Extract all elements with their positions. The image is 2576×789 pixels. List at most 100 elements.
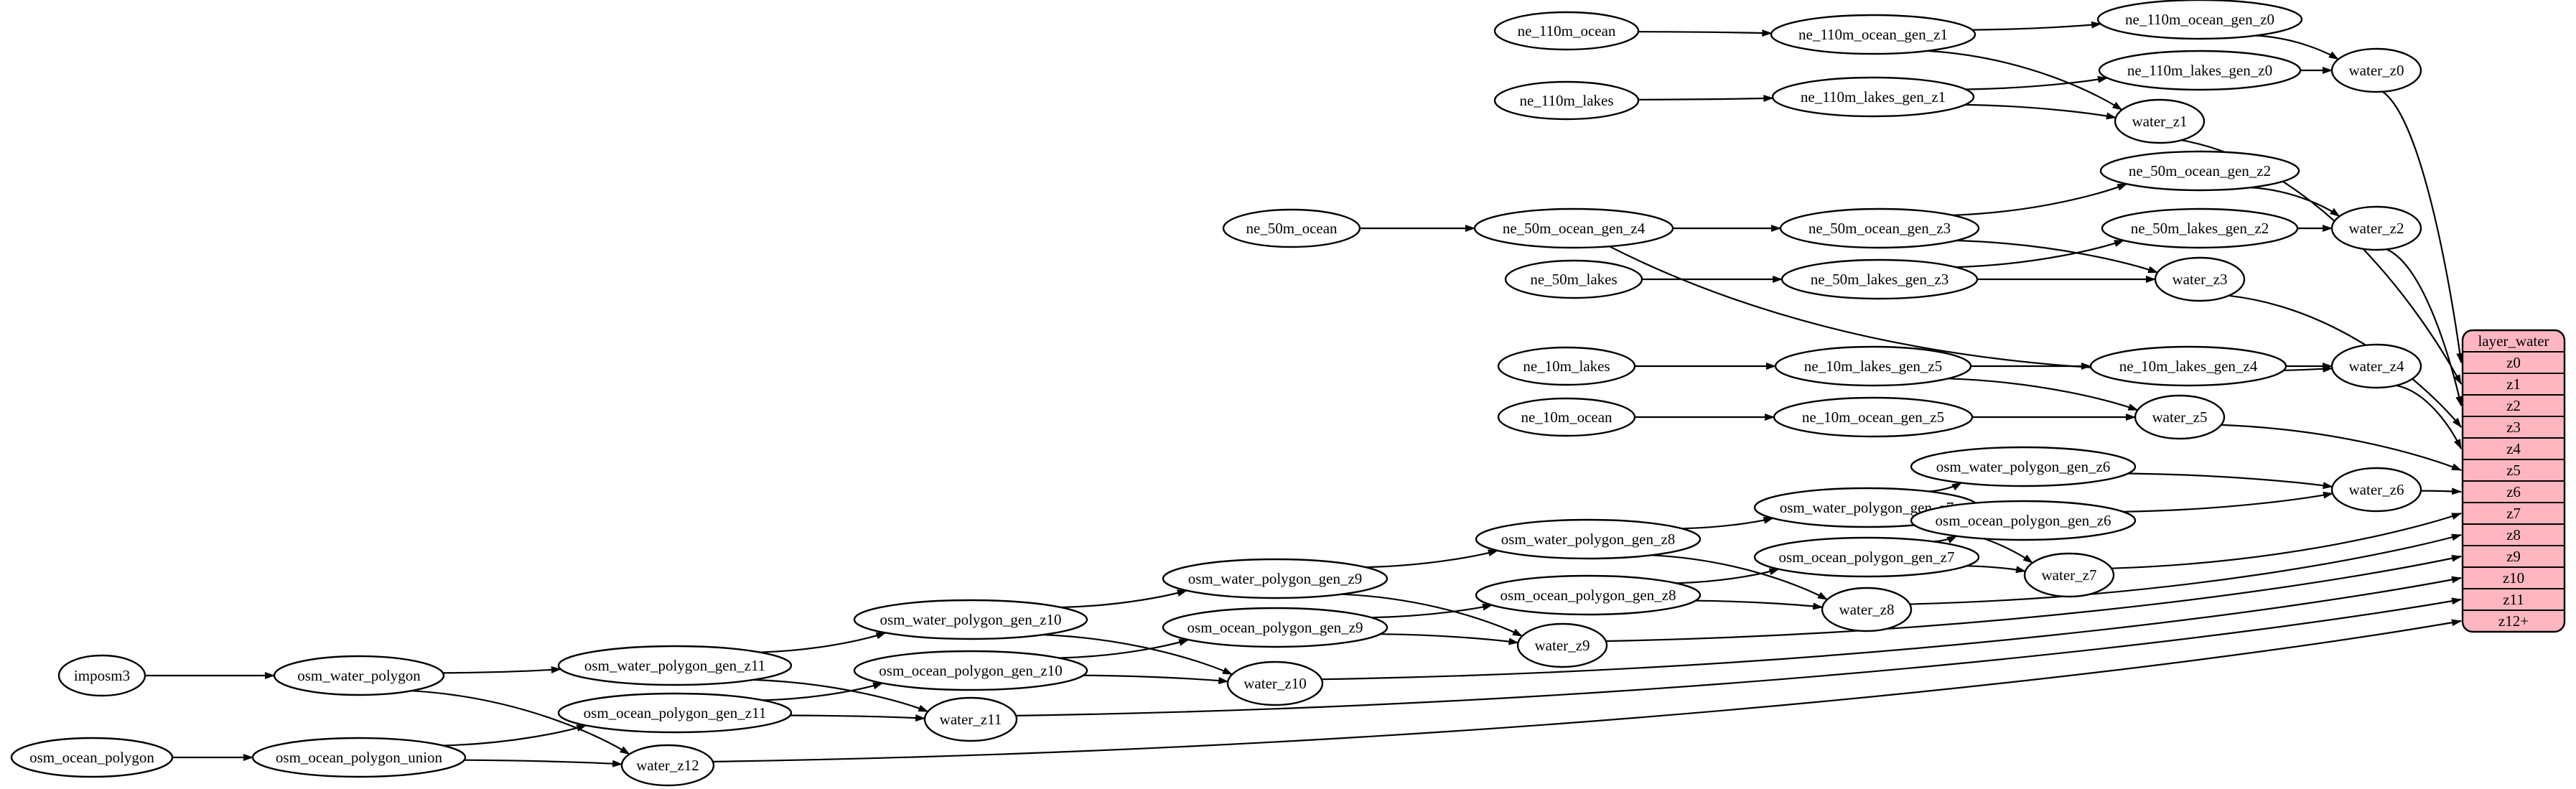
ne_50m_ocean-shape [1222,208,1361,248]
osm_ocean_polygon_gen_z10-shape [853,650,1088,691]
ne_50m_lakes_gen_z2-label: ne_50m_lakes_gen_z2 [2131,220,2269,237]
ne_10m_ocean-shape [1497,397,1636,437]
edge-osm_ocean_polygon_gen_z10-to-osm_ocean_polygon_gen_z9 [1059,639,1190,659]
node-ne_10m_lakes_gen_z5: ne_10m_lakes_gen_z5 [1774,345,1972,387]
record-row-z5: z5 [2506,462,2521,479]
record-row-z4: z4 [2506,440,2521,457]
edge-water_z7-to-layer_water-z7 [2111,512,2462,569]
node-water_z11: water_z11 [923,696,1018,742]
edge-ne_110m_ocean-to-ne_110m_ocean_gen_z1 [1638,29,1773,37]
edge-osm_water_polygon_gen_z8-to-osm_water_polygon_gen_z7 [1681,517,1774,530]
osm_water_polygon_gen_z11-shape [557,645,793,686]
edge-ne_110m_lakes_gen_z1-to-water_z1 [1965,103,2117,120]
imposm3-shape [57,654,146,697]
water_z6-shape [2330,467,2422,513]
edge-osm_ocean_polygon_gen_z8-to-osm_ocean_polygon_gen_z7 [1676,568,1780,584]
water_z9-label: water_z9 [1535,637,1590,654]
ne_10m_lakes_gen_z5-shape [1774,345,1972,387]
ne_10m_lakes_gen_z4-label: ne_10m_lakes_gen_z4 [2119,358,2258,375]
edge-osm_water_polygon-to-water_z12 [411,690,630,755]
node-ne_50m_ocean: ne_50m_ocean [1222,208,1361,248]
osm_water_polygon-label: osm_water_polygon [297,667,421,684]
node-water_z6: water_z6 [2330,467,2422,513]
node-osm_water_polygon: osm_water_polygon [273,655,445,696]
node-ne_50m_lakes_gen_z2: ne_50m_lakes_gen_z2 [2101,207,2299,249]
edge-osm_ocean_polygon_gen_z8-to-water_z8 [1695,599,1824,610]
ne_50m_lakes-label: ne_50m_lakes [1530,271,1617,288]
osm_water_polygon_gen_z11-label: osm_water_polygon_gen_z11 [584,657,765,674]
record-row-z7: z7 [2506,505,2521,522]
osm_water_polygon_gen_z9-shape [1162,558,1389,599]
water_z2-label: water_z2 [2349,220,2404,237]
edge-osm_ocean_polygon_gen_z7-to-osm_ocean_polygon_gen_z6 [1933,535,1958,543]
osm_ocean_polygon_gen_z6-shape [1910,500,2137,541]
node-ne_50m_ocean_gen_z2: ne_50m_ocean_gen_z2 [2099,150,2300,192]
edge-water_z5-to-layer_water-z5 [2221,424,2462,472]
node-water_z0: water_z0 [2330,47,2422,93]
record-node-group: layer_waterz0z1z2z3z4z5z6z7z8z9z10z11z12… [2461,329,2566,633]
node-water_z9: water_z9 [1516,622,1608,668]
edge-ne_110m_lakes-to-ne_110m_lakes_gen_z1 [1638,94,1774,102]
osm_ocean_polygon_union-shape [251,737,467,778]
edge-water_z0-to-layer_water-z0 [2381,90,2464,363]
node-imposm3: imposm3 [57,654,146,697]
water_z12-label: water_z12 [636,757,699,774]
node-water_z10: water_z10 [1226,660,1324,706]
node-ne_10m_ocean_gen_z5: ne_10m_ocean_gen_z5 [1773,396,1974,438]
ne_50m_lakes-shape [1504,259,1643,299]
node-osm_water_polygon_gen_z11: osm_water_polygon_gen_z11 [557,645,793,686]
osm_ocean_polygon-shape [10,737,174,778]
node-ne_50m_lakes_gen_z3: ne_50m_lakes_gen_z3 [1781,258,1979,300]
node-ne_110m_ocean: ne_110m_ocean [1493,11,1640,51]
node-ne_110m_ocean_gen_z1: ne_110m_ocean_gen_z1 [1770,14,1977,55]
nodes-layer: ne_110m_ocean ne_110m_ocean_gen_z1 ne_110m… [10,0,2422,787]
edge-osm_water_polygon_gen_z9-to-water_z9 [1342,593,1523,637]
record-row-z6: z6 [2506,483,2521,500]
ne_10m_lakes-label: ne_10m_lakes [1523,358,1610,375]
ne_110m_lakes_gen_z0-label: ne_110m_lakes_gen_z0 [2127,62,2272,79]
imposm3-label: imposm3 [74,667,130,684]
edge-osm_ocean_polygon_gen_z10-to-water_z10 [1083,674,1229,684]
water_z3-shape [2154,256,2246,302]
node-ne_50m_ocean_gen_z3: ne_50m_ocean_gen_z3 [1779,207,1980,249]
node-osm_water_polygon_gen_z6: osm_water_polygon_gen_z6 [1910,446,2137,487]
osm_water_polygon_gen_z6-label: osm_water_polygon_gen_z6 [1936,458,2111,475]
node-ne_110m_lakes_gen_z0: ne_110m_lakes_gen_z0 [2098,50,2302,91]
edge-ne_50m_ocean_gen_z3-to-ne_50m_ocean_gen_z2 [1952,183,2128,216]
node-water_z3: water_z3 [2154,256,2246,302]
ne_10m_lakes_gen_z4-shape [2089,345,2287,387]
edges-layer [145,21,2464,767]
record-row-z1: z1 [2506,375,2521,393]
edge-osm_water_polygon_gen_z8-to-water_z8 [1651,554,1828,601]
edge-ne_50m_lakes_gen_z3-to-ne_50m_lakes_gen_z2 [1956,239,2124,269]
ne_110m_lakes-label: ne_110m_lakes [1519,92,1613,109]
ne_50m_ocean_gen_z4-label: ne_50m_ocean_gen_z4 [1503,220,1646,237]
ne_50m_lakes_gen_z3-shape [1781,258,1979,300]
record-row-z9: z9 [2506,548,2521,565]
water_z11-shape [923,696,1018,742]
edge-osm_ocean_polygon_gen_z9-to-osm_ocean_polygon_gen_z8 [1371,603,1493,619]
osm_ocean_polygon_gen_z8-label: osm_ocean_polygon_gen_z8 [1501,587,1676,604]
edge-ne_50m_ocean_gen_z3-to-water_z3 [1956,239,2159,274]
water_z0-shape [2330,47,2422,93]
node-ne_50m_lakes: ne_50m_lakes [1504,259,1643,299]
node-ne_10m_ocean: ne_10m_ocean [1497,397,1636,437]
water_z5-label: water_z5 [2152,408,2208,426]
osm_ocean_polygon_gen_z7-label: osm_ocean_polygon_gen_z7 [1779,548,1955,566]
node-osm_ocean_polygon_gen_z10: osm_ocean_polygon_gen_z10 [853,650,1088,691]
ne_50m_ocean-label: ne_50m_ocean [1246,220,1338,237]
ne_110m_lakes_gen_z0-shape [2098,50,2302,91]
edge-water_z8-to-layer_water-z8 [1909,533,2462,605]
node-ne_10m_lakes_gen_z4: ne_10m_lakes_gen_z4 [2089,345,2287,387]
osm_water_polygon_gen_z6-shape [1910,446,2137,487]
ne_110m_ocean_gen_z1-label: ne_110m_ocean_gen_z1 [1798,26,1948,43]
node-ne_110m_ocean_gen_z0: ne_110m_ocean_gen_z0 [2096,0,2303,40]
ne_10m_ocean-label: ne_10m_ocean [1521,408,1613,426]
edge-osm_ocean_polygon_gen_z6-to-water_z6 [2123,491,2333,513]
osm_water_polygon_gen_z8-label: osm_water_polygon_gen_z8 [1501,531,1676,548]
node-water_z4: water_z4 [2330,343,2422,389]
record-row-z3: z3 [2506,419,2521,436]
node-osm_ocean_polygon_gen_z8: osm_ocean_polygon_gen_z8 [1475,574,1702,616]
node-osm_ocean_polygon_gen_z11: osm_ocean_polygon_gen_z11 [557,692,793,734]
